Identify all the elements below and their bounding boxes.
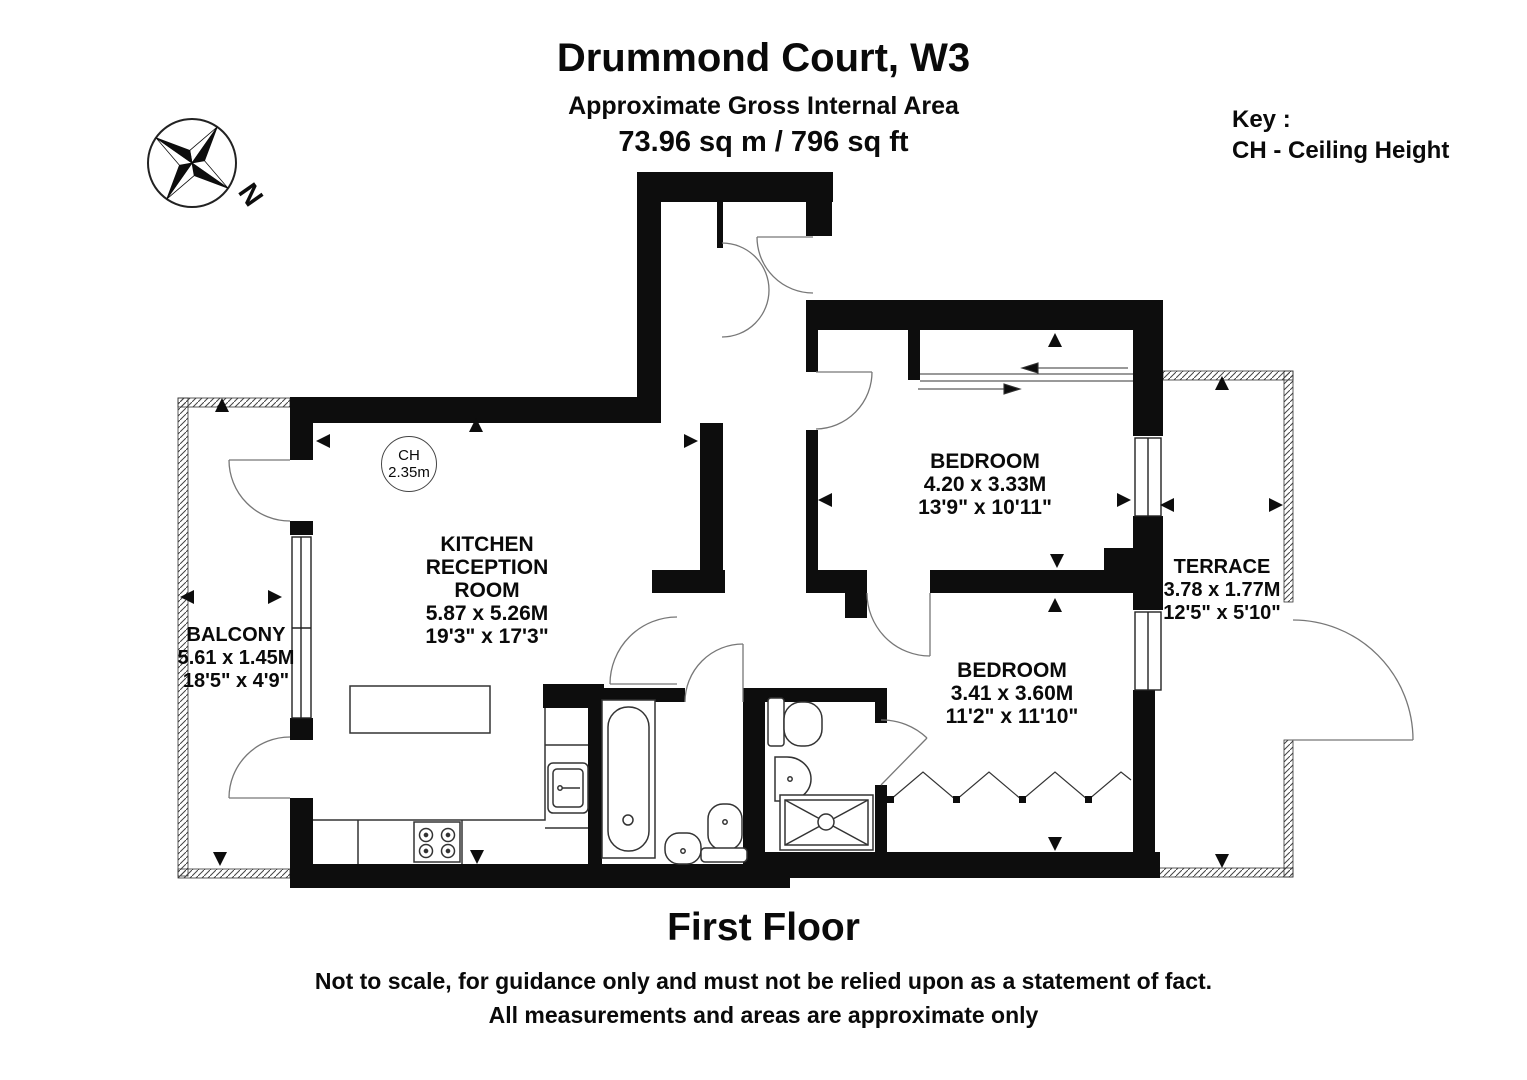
room-label-terrace: TERRACE 3.78 x 1.77M 12'5" x 5'10"	[1163, 556, 1281, 624]
disclaimer-line1: Not to scale, for guidance only and must…	[314, 968, 1213, 994]
room-label-bedroom1: BEDROOM 4.20 x 3.33M 13'9" x 10'11"	[918, 450, 1052, 519]
disclaimer-line2: All measurements and areas are approxima…	[488, 1002, 1039, 1028]
room-dims-metric: 5.61 x 1.45M	[177, 647, 295, 669]
bedroom1-terrace-window	[1134, 437, 1162, 517]
room-dims-metric: 5.87 x 5.26M	[425, 602, 549, 625]
kitchen-balcony-window	[291, 536, 312, 719]
room-dims-imperial: 11'2" x 11'10"	[945, 705, 1079, 728]
room-label-kitchen: KITCHEN RECEPTION ROOM 5.87 x 5.26M 19'3…	[425, 533, 549, 648]
bathroom-toilet-icon	[700, 803, 748, 863]
sliding-wardrobe-icon	[918, 362, 1133, 395]
kitchen-sink-icon	[547, 762, 589, 814]
key-item-ceiling-height: CH - Ceiling Height	[1232, 137, 1450, 164]
key-title: Key :	[1232, 106, 1291, 133]
room-dims-metric: 3.78 x 1.77M	[1163, 579, 1281, 601]
walls	[290, 172, 1163, 888]
room-dims-metric: 3.41 x 3.60M	[950, 682, 1074, 705]
room-dims-imperial: 19'3" x 17'3"	[425, 625, 549, 648]
bathroom-sink-icon	[664, 832, 702, 865]
room-dims-imperial: 18'5" x 4'9"	[182, 670, 290, 692]
kitchen-island	[349, 685, 491, 734]
hob-icon	[413, 821, 461, 863]
bifold-wardrobe-icon	[887, 771, 1132, 803]
compass-icon: N	[147, 118, 269, 212]
floor-name: First Floor	[667, 906, 860, 949]
windows	[291, 437, 1162, 719]
room-dims-metric: 4.20 x 3.33M	[923, 473, 1047, 496]
kitchen-counter	[313, 708, 588, 864]
measurement-arrows	[180, 333, 1283, 868]
terrace-boundary-hatch	[1156, 370, 1294, 878]
ceiling-height-value: 2.35m	[388, 464, 430, 481]
room-label-balcony: BALCONY 5.61 x 1.45M 18'5" x 4'9"	[177, 624, 295, 692]
shower-tray-icon	[779, 794, 874, 851]
gross-internal-area: 73.96 sq m / 796 sq ft	[618, 126, 909, 158]
room-label-bedroom2: BEDROOM 3.41 x 3.60M 11'2" x 11'10"	[945, 659, 1079, 728]
room-dims-imperial: 13'9" x 10'11"	[918, 496, 1052, 519]
compass-north-label: N	[232, 177, 269, 211]
ceiling-height-badge: CH 2.35m	[381, 436, 437, 492]
ensuite-sink-icon	[774, 756, 812, 802]
bathtub-icon	[601, 699, 656, 859]
room-dims-imperial: 12'5" x 5'10"	[1163, 602, 1281, 624]
key-legend: Key : CH - Ceiling Height	[1232, 104, 1449, 166]
page-subtitle: Approximate Gross Internal Area	[568, 92, 959, 120]
door-arcs	[228, 236, 1414, 799]
ensuite-toilet-icon	[767, 697, 823, 747]
page-title: Drummond Court, W3	[556, 36, 971, 80]
ceiling-height-label: CH	[398, 447, 420, 464]
bedroom2-terrace-window	[1134, 611, 1162, 691]
